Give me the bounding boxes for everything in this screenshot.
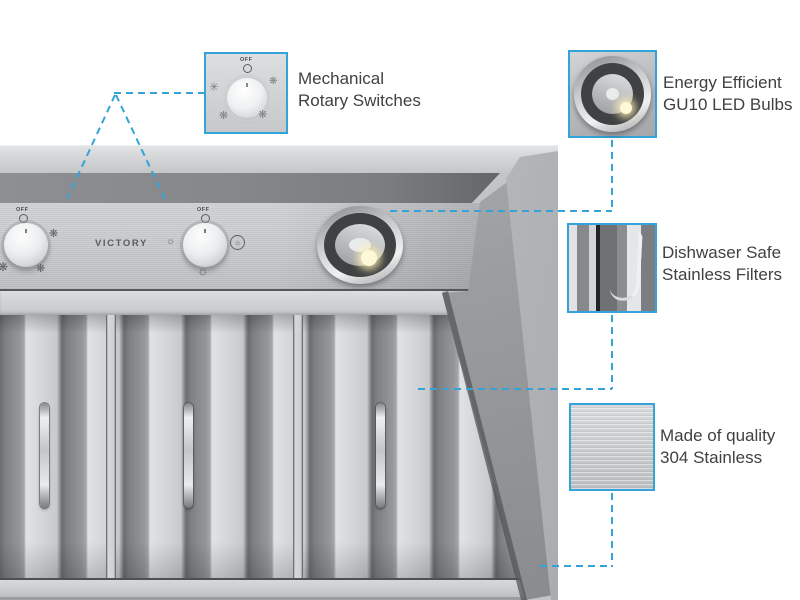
filter-handle <box>40 403 49 508</box>
hood-top-frame <box>0 145 558 174</box>
feature-line: GU10 LED Bulbs <box>663 95 793 114</box>
led-trim-ring <box>335 224 385 266</box>
callout-rotary-knob <box>227 78 267 118</box>
bulb-trim-ring <box>592 74 633 114</box>
filter-divider <box>106 315 116 578</box>
filter-handle <box>376 403 385 508</box>
hood-bottom-edge <box>0 597 528 600</box>
leader-line-led <box>390 210 612 212</box>
callout-off-dot <box>243 64 252 73</box>
fan-knob-off-label: OFF <box>16 207 29 213</box>
fan-speed-icon: ❋ <box>36 263 46 275</box>
feature-line: Energy Efficient <box>663 73 782 92</box>
callout-stainless-swatch-thumb <box>569 403 655 491</box>
snowflake-icon: ✳ <box>209 80 220 94</box>
knob-pointer <box>25 229 27 233</box>
bottom-seam <box>0 578 520 580</box>
callout-rotary-switch-thumb: OFF ✳ ❋ ❋ ❋ <box>204 52 288 134</box>
leader-line-led-vertical <box>611 140 613 212</box>
led-diffuser-ring <box>349 238 377 266</box>
leader-line-rotary <box>114 92 204 94</box>
feature-line: Stainless Filters <box>662 265 782 284</box>
filter-housing-top-rail <box>0 291 450 315</box>
feature-line: Made of quality <box>660 426 776 445</box>
light-knob-off-label: OFF <box>197 207 210 213</box>
feature-label-steel: Made of quality 304 Stainless <box>660 425 775 469</box>
control-panel <box>0 203 482 291</box>
feature-line: 304 Stainless <box>660 448 763 467</box>
fan-speed-icon: ❋ <box>0 260 9 274</box>
feature-label-filters: Dishwaser Safe Stainless Filters <box>662 242 782 286</box>
fan-icon: ❋ <box>269 76 278 87</box>
bright-light-icon: ☼ <box>197 263 209 278</box>
callout-filter-closeup-thumb <box>567 223 657 313</box>
fan-speed-knob <box>4 223 48 267</box>
led-hotspot <box>361 250 377 266</box>
leader-line-steel <box>540 565 612 567</box>
range-hood-photo: OFF ❋ ❋ ❋ VICTORY OFF ☼ ☼ ☼ <box>0 145 558 600</box>
fan-speed-icon: ❋ <box>49 228 59 240</box>
leader-line-steel-vertical <box>611 493 613 567</box>
bulb-bezel <box>581 63 644 125</box>
filter-housing-bottom-rail <box>0 580 526 597</box>
knob-pointer <box>246 83 248 87</box>
bulb-diffuser-ring <box>606 88 632 114</box>
callout-gu10-bulb-thumb <box>568 50 657 138</box>
light-knob-off-position-dot <box>201 214 210 223</box>
fan-knob-off-position-dot <box>19 214 28 223</box>
baffle-highlight-curve <box>609 229 643 302</box>
auto-light-icon: ☼ <box>230 235 245 250</box>
sun-icon: ☼ <box>233 237 242 247</box>
fan-icon: ❋ <box>219 110 229 122</box>
knob-pointer <box>204 229 206 233</box>
filter-handle <box>184 403 193 508</box>
panel-seam <box>0 289 470 291</box>
led-downlight <box>317 206 403 284</box>
feature-line: Rotary Switches <box>298 91 421 110</box>
filter-divider <box>293 315 303 578</box>
hood-canopy-shadow <box>0 173 500 205</box>
bulb-hotspot <box>620 102 632 114</box>
feature-label-led: Energy Efficient GU10 LED Bulbs <box>663 72 792 116</box>
feature-line: Mechanical <box>298 69 384 88</box>
brand-logo-text: VICTORY <box>95 238 148 249</box>
feature-label-rotary: Mechanical Rotary Switches <box>298 68 421 112</box>
callout-off-label: OFF <box>240 57 253 63</box>
light-dimmer-knob <box>183 223 227 267</box>
dim-light-icon: ☼ <box>166 236 176 247</box>
led-bezel <box>324 213 396 277</box>
baffle-filter-panel <box>0 315 520 578</box>
gu10-bulb <box>574 56 651 132</box>
fan-icon: ❋ <box>258 109 268 121</box>
leader-line-filter-vertical <box>611 315 613 389</box>
feature-line: Dishwaser Safe <box>662 243 782 262</box>
leader-line-filter <box>418 388 612 390</box>
